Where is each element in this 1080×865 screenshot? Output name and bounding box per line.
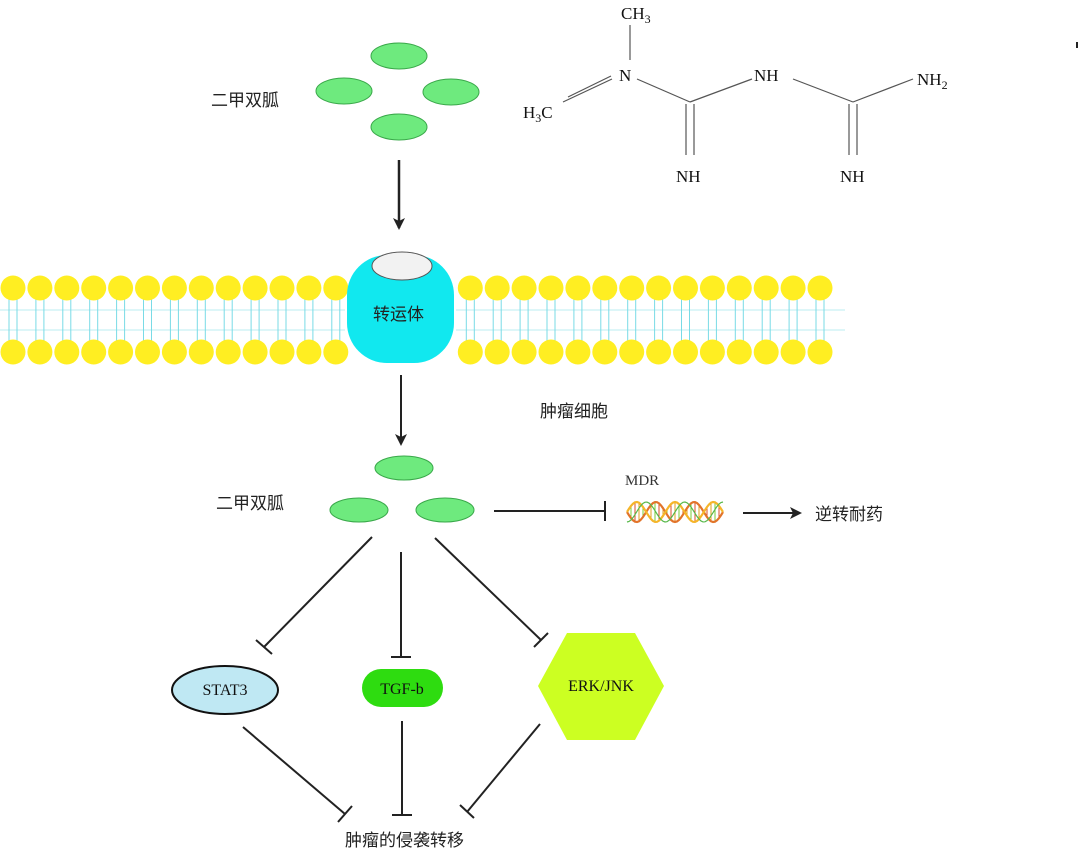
lipid-head [215,339,241,365]
metformin-molecule [329,497,389,523]
metformin-molecules-outside [315,42,480,141]
lipid-head [0,275,26,301]
lipid-head [323,339,349,365]
metformin-molecule [415,497,475,523]
nh-right-bottom-label: NH [840,167,865,186]
nh-left-bottom-label: NH [676,167,701,186]
lipid-head [565,275,591,301]
h3c-label: H3C [523,103,553,125]
lipid-head [81,275,107,301]
lipid-head [27,339,53,365]
metformin-outside-label: 二甲双胍 [211,91,279,111]
stat3-node: STAT3 [171,665,279,715]
lipid-head [242,339,268,365]
metformin-molecule [370,113,428,141]
nitrogen-label: N [619,66,631,85]
lipid-head [457,275,483,301]
lipid-head [619,339,645,365]
metformin-molecule [315,77,373,105]
lipid-head [592,339,618,365]
lipid-head [54,275,80,301]
stat3-label: STAT3 [203,682,248,699]
outcome-label: 肿瘤的侵袭转移 [345,831,464,851]
lipid-head [215,275,241,301]
lipid-head [27,275,53,301]
lipid-head [242,275,268,301]
nh-middle-label: NH [754,66,779,85]
lipid-head [108,275,134,301]
metformin-molecule [374,455,434,481]
nh2-label: NH2 [917,70,948,92]
lipid-head [484,339,510,365]
erk-jnk-label: ERK/JNK [568,678,634,695]
metformin-molecule [422,78,480,106]
transporter-body [347,255,454,363]
metformin-structure: CH3 N H3C NH NH2 NH NH [523,4,948,186]
dna-helix-icon [626,500,724,524]
tgfb-node: TGF-b [362,669,443,707]
membrane-lipid-heads [0,275,833,365]
lipid-head [780,275,806,301]
erk-inhibit-outcome [459,723,541,819]
lipid-head [511,275,537,301]
lipid-head [457,339,483,365]
lipid-head [538,275,564,301]
metformin-molecule [370,42,428,70]
transporter-pore [371,251,433,281]
lipid-head [673,275,698,301]
inhibit-erk [434,537,549,648]
lipid-head [0,339,26,365]
mdr-label: MDR [625,473,659,489]
lipid-head [188,339,214,365]
lipid-head [161,275,187,301]
lipid-head [511,339,537,365]
tgfb-label: TGF-b [380,681,424,698]
lipid-head [646,275,672,301]
lipid-head [81,339,107,365]
lipid-head [108,339,134,365]
lipid-head [269,339,295,365]
metformin-molecules-inside [329,455,475,523]
lipid-head [323,275,349,301]
erk-jnk-node: ERK/JNK [538,633,664,740]
reverse-resistance-label: 逆转耐药 [815,505,883,525]
stat3-inhibit-outcome [242,726,353,823]
inhibit-tgfb [391,552,411,658]
lipid-head [592,275,618,301]
lipid-head [807,339,833,365]
lipid-head [699,275,725,301]
lipid-head [161,339,187,365]
lipid-head [646,339,672,365]
lipid-head [269,275,295,301]
lipid-head [726,339,752,365]
metformin-inside-label: 二甲双胍 [216,494,284,514]
lipid-head [538,339,564,365]
lipid-head [619,275,645,301]
ch3-label: CH3 [621,4,651,26]
lipid-head [753,339,779,365]
lipid-head [565,339,591,365]
lipid-head [135,339,160,365]
lipid-head [673,339,698,365]
inhibit-stat3 [255,536,373,655]
tumor-cell-label: 肿瘤细胞 [540,402,608,422]
lipid-head [188,275,214,301]
lipid-head [484,275,510,301]
lipid-head [780,339,806,365]
transporter [347,251,454,363]
lipid-head [753,275,779,301]
lipid-head [296,339,322,365]
tgfb-inhibit-outcome [392,721,412,816]
lipid-head [135,275,160,301]
lipid-head [807,275,833,301]
membrane-lipid-tails [0,298,845,342]
lipid-head [699,339,725,365]
lipid-head [726,275,752,301]
lipid-head [296,275,322,301]
transporter-label: 转运体 [373,305,424,325]
lipid-head [54,339,80,365]
mdr-inhibition [494,501,606,521]
